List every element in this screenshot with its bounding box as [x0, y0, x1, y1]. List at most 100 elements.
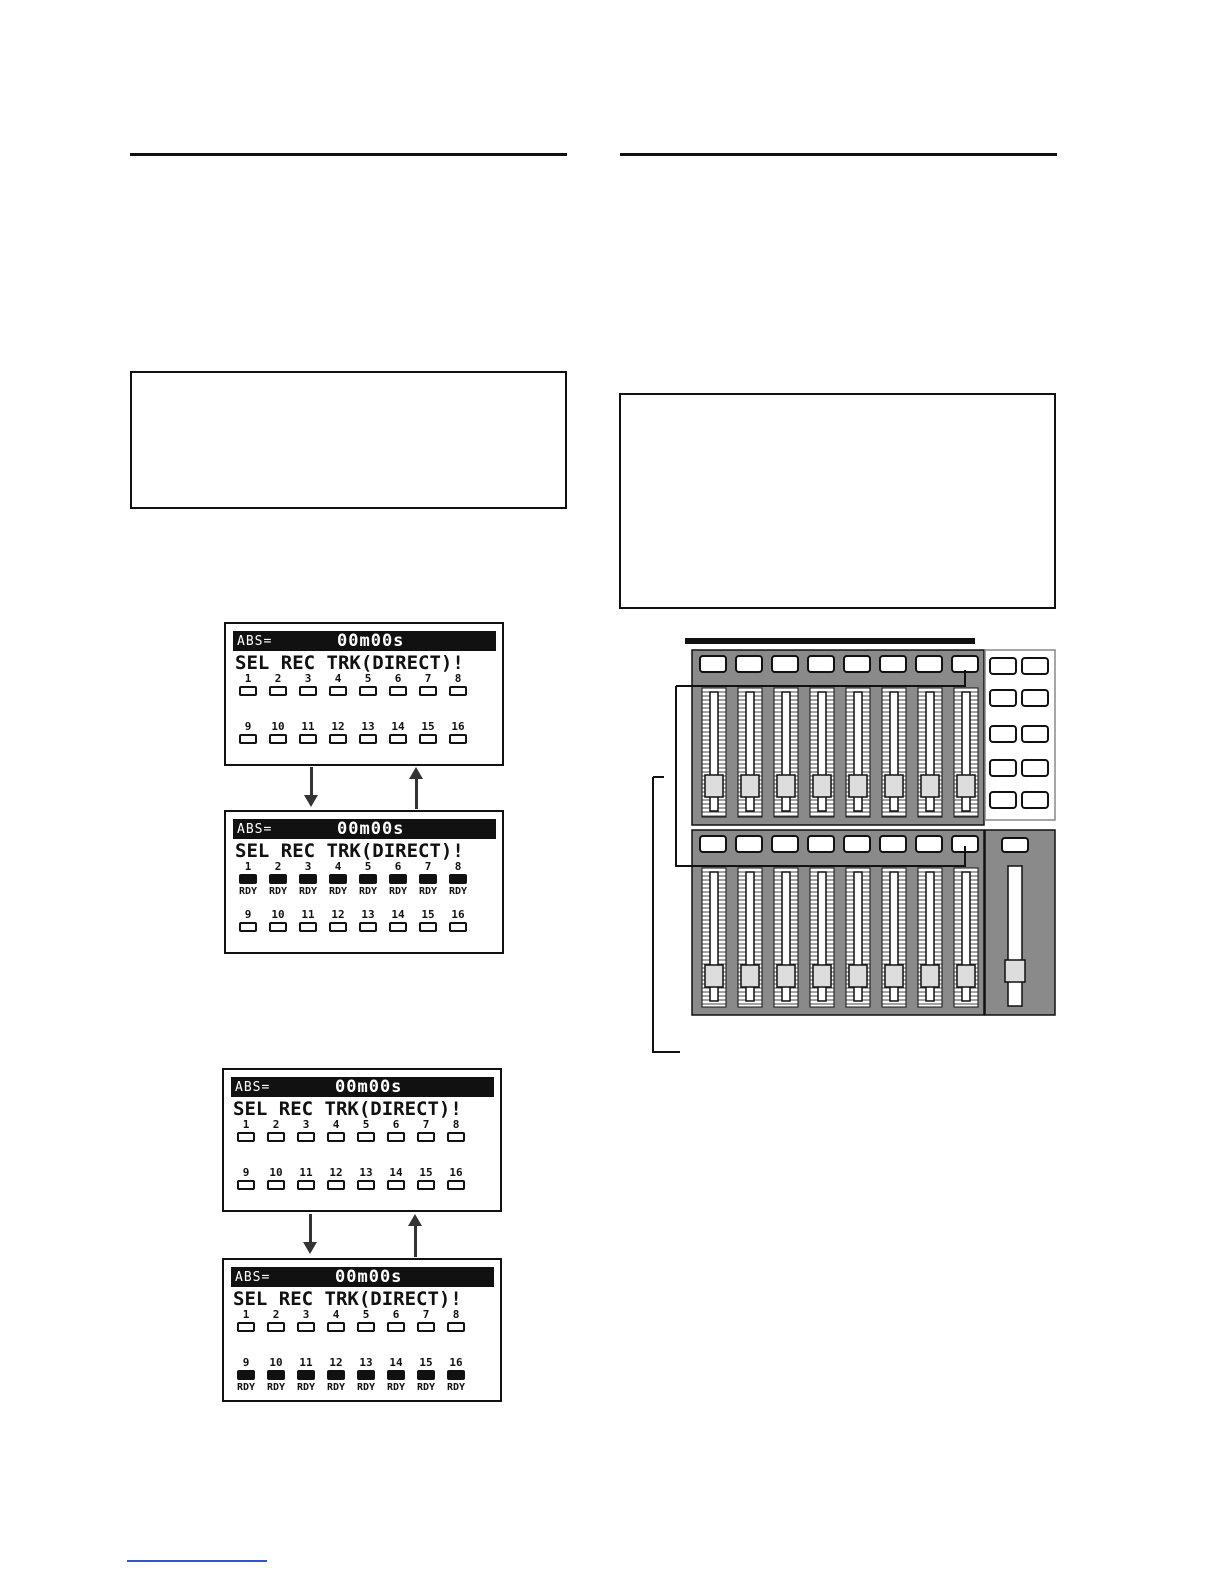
rec-button-bracket — [675, 670, 966, 867]
track-box — [297, 1180, 315, 1190]
rdy-label: RDY — [266, 1382, 286, 1393]
track-indicator: 10 — [264, 908, 292, 946]
track-indicator: 16 — [444, 908, 472, 946]
rec-select-button — [699, 655, 727, 673]
time-readout: 00m00s — [337, 631, 405, 651]
track-number: 11 — [299, 1166, 313, 1179]
track-number: 7 — [422, 1308, 430, 1321]
rec-select-button — [843, 835, 871, 853]
track-box — [449, 922, 467, 932]
panel-key — [1021, 791, 1049, 809]
fader-knob — [920, 964, 940, 988]
track-ready-box — [357, 1370, 375, 1380]
rdy-label: RDY — [448, 886, 468, 897]
arrow-down-icon — [303, 1214, 317, 1254]
track-box — [239, 734, 257, 744]
fader-knob — [812, 774, 832, 798]
track-indicator: 10 — [264, 720, 292, 758]
time-readout: 00m00s — [335, 1077, 403, 1097]
time-readout: 00m00s — [337, 819, 405, 839]
track-indicator: 14 — [382, 1166, 410, 1204]
track-indicator: 2 — [264, 672, 292, 710]
lcd-status-bar: ABS=00m00s — [231, 1267, 494, 1287]
rec-select-button — [735, 655, 763, 673]
track-number: 11 — [299, 1356, 313, 1369]
track-indicator: 13 — [354, 720, 382, 758]
abs-label: ABS= — [235, 1080, 271, 1095]
track-indicator: 4 — [322, 1308, 350, 1346]
track-number: 4 — [334, 672, 342, 685]
track-indicator: 16 — [442, 1166, 470, 1204]
track-box — [447, 1322, 465, 1332]
track-number: 11 — [301, 720, 315, 733]
track-box — [449, 734, 467, 744]
track-ready-box — [299, 874, 317, 884]
rec-select-button — [807, 655, 835, 673]
track-box — [389, 734, 407, 744]
mixer-panel-illustration — [652, 638, 1056, 1053]
track-indicator: 8 — [442, 1118, 470, 1156]
track-box — [327, 1180, 345, 1190]
track-number: 3 — [304, 672, 312, 685]
track-indicator: 6 — [382, 1308, 410, 1346]
track-indicator: 2 — [262, 1118, 290, 1156]
track-number: 1 — [242, 1118, 250, 1131]
track-number: 2 — [272, 1118, 280, 1131]
track-number: 12 — [329, 1356, 343, 1369]
track-box — [329, 922, 347, 932]
track-number: 3 — [304, 860, 312, 873]
track-indicator: 11 — [294, 720, 322, 758]
left-section-rule — [130, 153, 567, 156]
rec-select-button — [699, 835, 727, 853]
track-number: 4 — [332, 1308, 340, 1321]
track-number: 10 — [269, 1356, 283, 1369]
fader-knob — [704, 774, 724, 798]
track-indicator: 14 — [384, 720, 412, 758]
track-number: 10 — [271, 908, 285, 921]
track-box — [357, 1180, 375, 1190]
track-number: 9 — [244, 908, 252, 921]
abs-label: ABS= — [237, 634, 273, 649]
master-fader-knob — [1004, 959, 1026, 983]
panel-key — [989, 725, 1017, 743]
track-number: 14 — [391, 720, 405, 733]
track-box — [267, 1322, 285, 1332]
track-box — [357, 1132, 375, 1142]
track-box — [267, 1180, 285, 1190]
rec-select-button — [879, 835, 907, 853]
track-box — [389, 686, 407, 696]
track-box — [359, 922, 377, 932]
track-number: 2 — [274, 672, 282, 685]
track-indicator: 14 — [384, 908, 412, 946]
track-box — [239, 686, 257, 696]
track-box — [297, 1132, 315, 1142]
track-number: 12 — [329, 1166, 343, 1179]
track-indicator: 3 — [292, 1118, 320, 1156]
track-number: 16 — [449, 1356, 463, 1369]
track-indicator: 9 — [234, 908, 262, 946]
track-box — [417, 1322, 435, 1332]
track-number: 15 — [421, 908, 435, 921]
track-number: 14 — [389, 1166, 403, 1179]
track-box — [359, 686, 377, 696]
track-indicator: 12 — [324, 908, 352, 946]
rec-select-button — [807, 835, 835, 853]
track-number: 9 — [242, 1356, 250, 1369]
track-indicator: 6 — [384, 672, 412, 710]
track-number: 3 — [302, 1308, 310, 1321]
rdy-label: RDY — [356, 1382, 376, 1393]
panel-key — [1021, 657, 1049, 675]
arrow-up-icon — [409, 767, 423, 809]
track-number: 7 — [422, 1118, 430, 1131]
rdy-label: RDY — [416, 1382, 436, 1393]
track-indicator: 10 — [262, 1166, 290, 1204]
track-number: 14 — [391, 908, 405, 921]
